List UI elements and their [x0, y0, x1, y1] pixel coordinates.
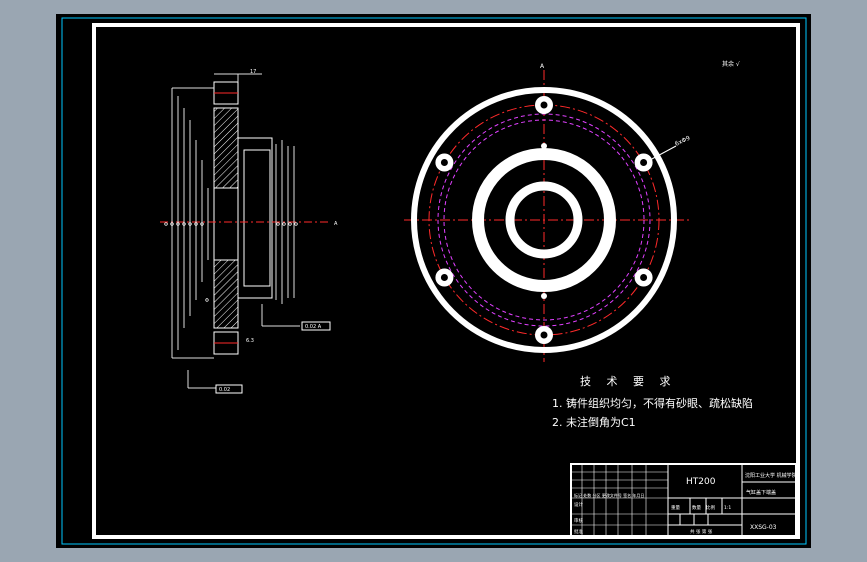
right-dim-text: Φ — [276, 222, 282, 226]
leader-line — [649, 145, 677, 161]
top-dot — [541, 143, 547, 149]
bolt-hole — [440, 159, 448, 166]
bore — [213, 187, 239, 261]
bottom-dot — [541, 293, 547, 299]
hub-section — [237, 137, 273, 299]
approve-label: 批准 — [574, 528, 583, 535]
bolt-holes — [435, 96, 653, 344]
left-dim-text: Φ — [194, 222, 200, 226]
drawing-border — [92, 23, 800, 539]
rows-label: 标记 处数 分区 更改文件号 签名 年月日 — [574, 492, 644, 498]
part-name: 气缸盖下端盖 — [746, 489, 776, 496]
section-mark: A — [334, 221, 338, 227]
bolt-hole — [540, 101, 548, 109]
tech-requirements: 技 术 要 求 1. 铸件组织均匀，不得有砂眼、疏松缺陷 2. 未注倒角为C1 — [552, 375, 753, 429]
left-dim-text: Φ — [176, 222, 182, 226]
left-dim-text: Φ — [188, 222, 194, 226]
right-dim-text: Φ — [288, 222, 294, 226]
left-dim-text: Φ — [200, 222, 206, 226]
checker-label: 审核 — [574, 517, 583, 524]
tolerance-box-bottom: 0.02 — [215, 384, 243, 394]
right-dim-lines — [214, 73, 300, 327]
count-label: 数量 — [692, 504, 701, 511]
side-view-labels: 17 A 6.3 Φ — [205, 69, 338, 344]
bolt-hole — [440, 274, 448, 281]
designer-label: 设计 — [574, 501, 583, 508]
bolt-hole — [540, 331, 548, 339]
left-datum: Φ — [205, 298, 209, 304]
corner-roughness: 其余 √ — [722, 60, 740, 68]
hub-inner — [243, 149, 271, 287]
right-dim-text: Φ — [294, 222, 300, 226]
school: 沈阳工业大学 机械学院 — [745, 472, 797, 479]
material: HT200 — [686, 477, 716, 487]
leader-label: 6xΦ9 — [674, 135, 692, 148]
scale-value: 1:1 — [724, 505, 731, 511]
front-top-label: A — [540, 63, 545, 70]
dim-top: 17 — [250, 69, 256, 75]
bolt-hole — [640, 159, 648, 166]
drawing-no: XXSG-03 — [750, 524, 777, 531]
front-view — [404, 70, 690, 362]
weight-label: 重量 — [671, 504, 680, 511]
side-section-view — [160, 73, 330, 389]
hub-ring-outer — [472, 148, 616, 292]
hub-ring-inner — [505, 181, 583, 259]
hidden-circle-inner — [443, 119, 645, 321]
left-dim-text: Φ — [164, 222, 170, 226]
left-dim-lines — [171, 87, 216, 389]
sheet-label: 共 张 第 张 — [690, 528, 713, 535]
roughness-mark: 6.3 — [246, 338, 254, 344]
left-dim-text: Φ — [182, 222, 188, 226]
left-dim-text: Φ — [170, 222, 176, 226]
tech-title: 技 术 要 求 — [580, 375, 677, 388]
title-block — [570, 463, 797, 537]
tol-right-text: 0.02 A — [305, 324, 322, 330]
tolerance-box-right: 0.02 A — [301, 321, 331, 331]
outer-rim — [411, 87, 677, 353]
scale-label: 比例 — [706, 504, 715, 511]
tech-item-2: 2. 未注倒角为C1 — [552, 415, 636, 429]
title-block-texts: HT200 沈阳工业大学 机械学院 气缸盖下端盖 XXSG-03 比例 1:1 … — [574, 472, 797, 535]
tech-item-1: 1. 铸件组织均匀，不得有砂眼、疏松缺陷 — [552, 396, 753, 410]
drawing-canvas[interactable] — [56, 14, 811, 548]
outer-frame — [61, 17, 807, 545]
bolt-hole — [640, 274, 648, 281]
right-dim-text: Φ — [282, 222, 288, 226]
tol-bottom-text: 0.02 — [219, 387, 230, 393]
